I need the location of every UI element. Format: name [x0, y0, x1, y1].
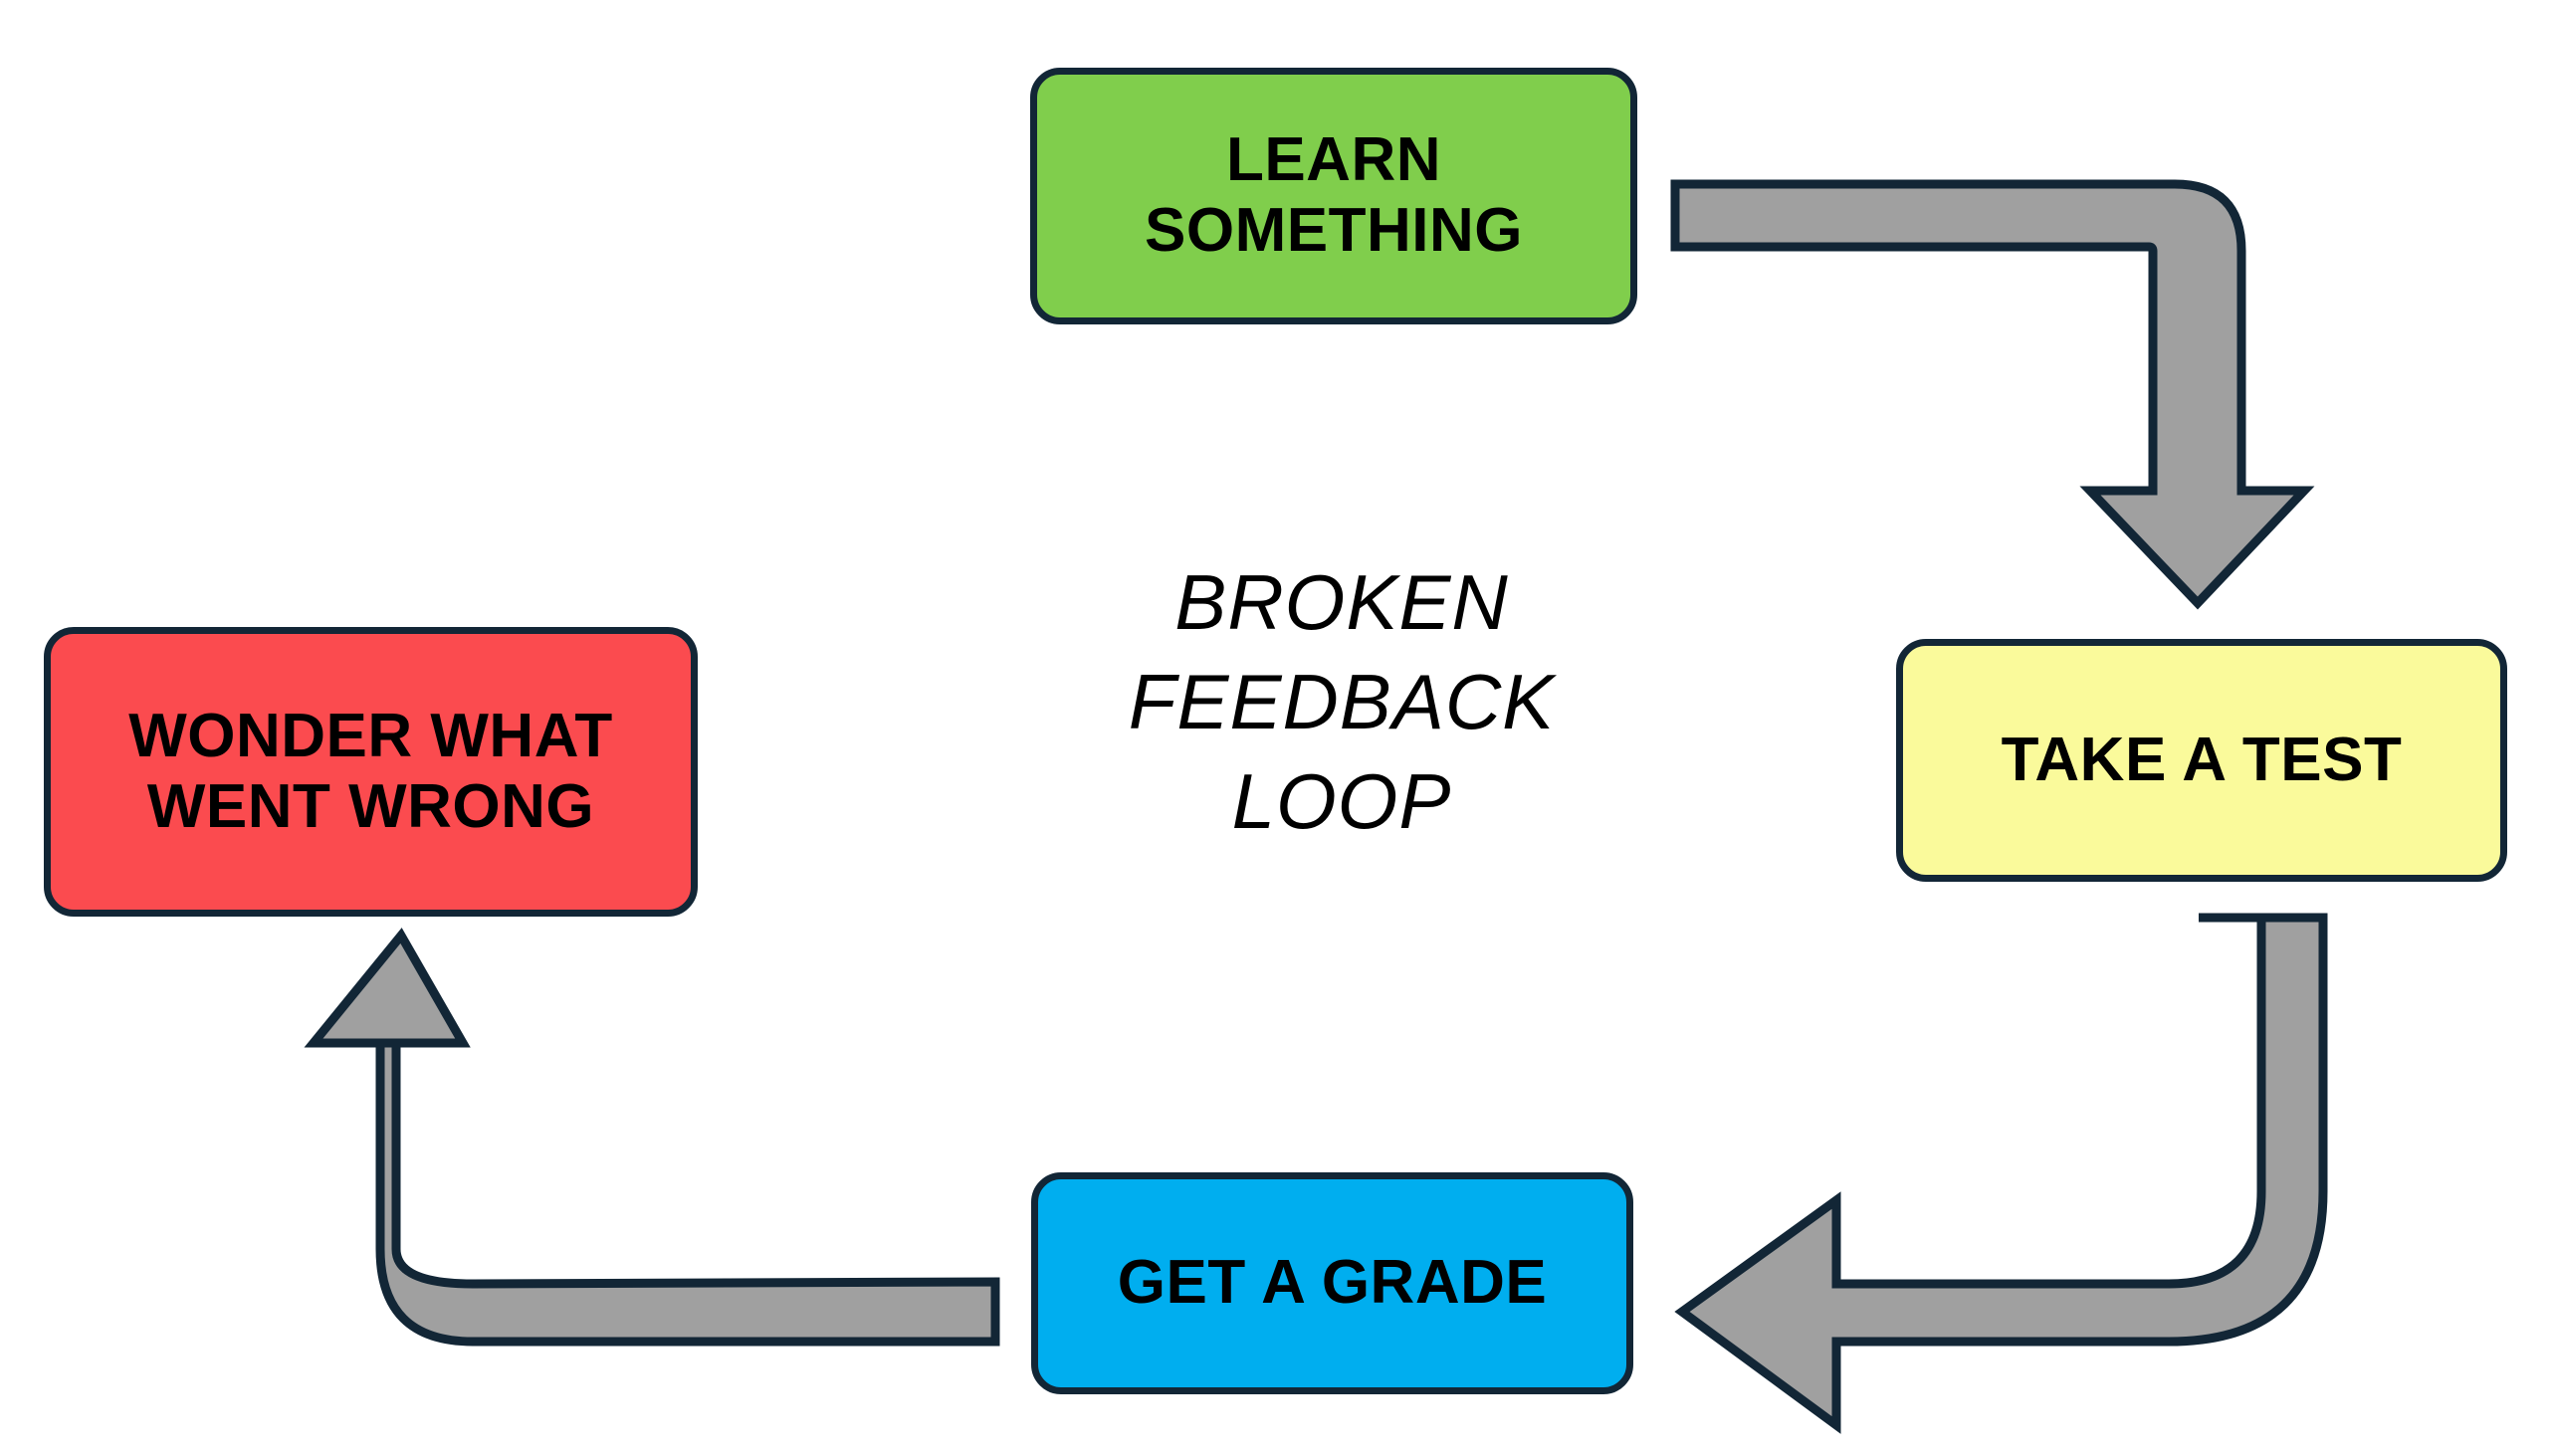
center-caption-line-3: LOOP	[1231, 756, 1452, 845]
center-caption: BROKEN FEEDBACK LOOP	[1013, 553, 1670, 851]
arrow-learn-to-test	[1670, 179, 2315, 610]
node-get-a-grade-label: GET A GRADE	[1117, 1248, 1548, 1318]
node-learn-something-label: LEARN SOMETHING	[1145, 125, 1523, 265]
center-caption-line-2: FEEDBACK	[1128, 657, 1556, 745]
arrow-grade-to-wonder	[304, 928, 1000, 1347]
node-get-a-grade[interactable]: GET A GRADE	[1031, 1172, 1633, 1394]
node-take-a-test-label: TAKE A TEST	[2001, 725, 2403, 794]
arrow-test-to-grade	[1674, 913, 2328, 1434]
node-take-a-test[interactable]: TAKE A TEST	[1896, 639, 2507, 882]
node-wonder-what-went-wrong-label: WONDER WHAT WENT WRONG	[128, 701, 613, 841]
node-learn-something[interactable]: LEARN SOMETHING	[1030, 68, 1637, 324]
center-caption-line-1: BROKEN	[1174, 558, 1509, 646]
node-wonder-what-went-wrong[interactable]: WONDER WHAT WENT WRONG	[44, 627, 698, 917]
